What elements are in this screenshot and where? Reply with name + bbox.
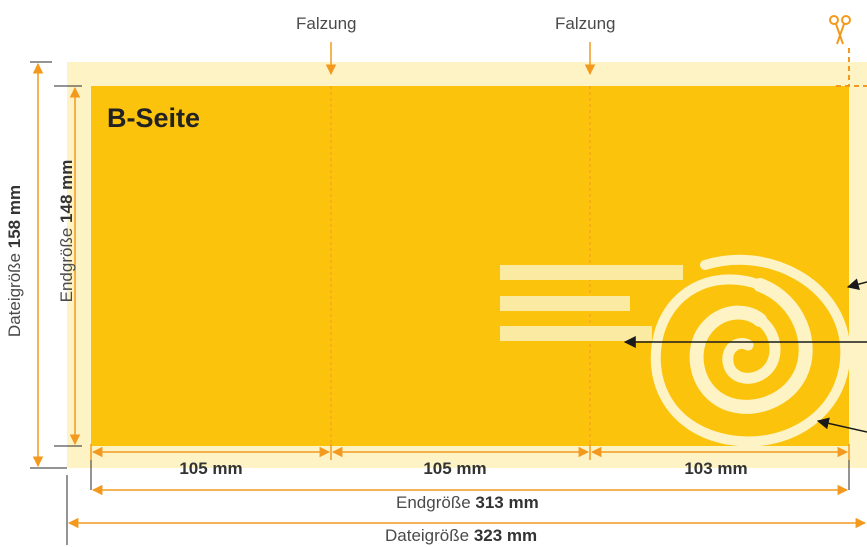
pointer-arrow-1 xyxy=(846,278,867,291)
filesize-h-label: Dateigröße 323 mm xyxy=(385,526,537,546)
segment-label-2: 105 mm xyxy=(423,459,487,478)
filesize-h-prefix: Dateigröße xyxy=(385,526,474,545)
endsize-h-value: 313 mm xyxy=(475,493,539,512)
filesize-v-value: 158 mm xyxy=(5,184,24,249)
crop-marks xyxy=(30,61,850,545)
endsize-h-label: Endgröße 313 mm xyxy=(396,493,539,513)
segment-label-1: 105 mm xyxy=(179,459,243,478)
pointer-arrow-3 xyxy=(816,417,867,433)
page-area xyxy=(91,86,849,446)
endsize-h-prefix: Endgröße xyxy=(396,493,476,512)
text-stripe-3 xyxy=(500,326,652,341)
endsize-v-value: 148 mm xyxy=(57,159,76,223)
filesize-v-label: Dateigröße 158 mm xyxy=(5,171,25,351)
spiral-logo-icon xyxy=(650,254,851,447)
scissors-icon xyxy=(829,15,851,45)
text-stripe-2 xyxy=(500,296,630,311)
fold-label-1: Falzung xyxy=(296,14,357,33)
fold-label-2: Falzung xyxy=(555,14,616,33)
page-side-title: B-Seite xyxy=(107,103,201,133)
endsize-v-prefix: Endgröße xyxy=(57,222,76,303)
filesize-h-value: 323 mm xyxy=(473,526,538,545)
endsize-v-label: Endgröße 148 mm xyxy=(57,151,77,311)
filesize-v-prefix: Dateigröße xyxy=(5,248,24,338)
text-stripe-1 xyxy=(500,265,683,280)
segment-label-3: 103 mm xyxy=(684,459,748,478)
